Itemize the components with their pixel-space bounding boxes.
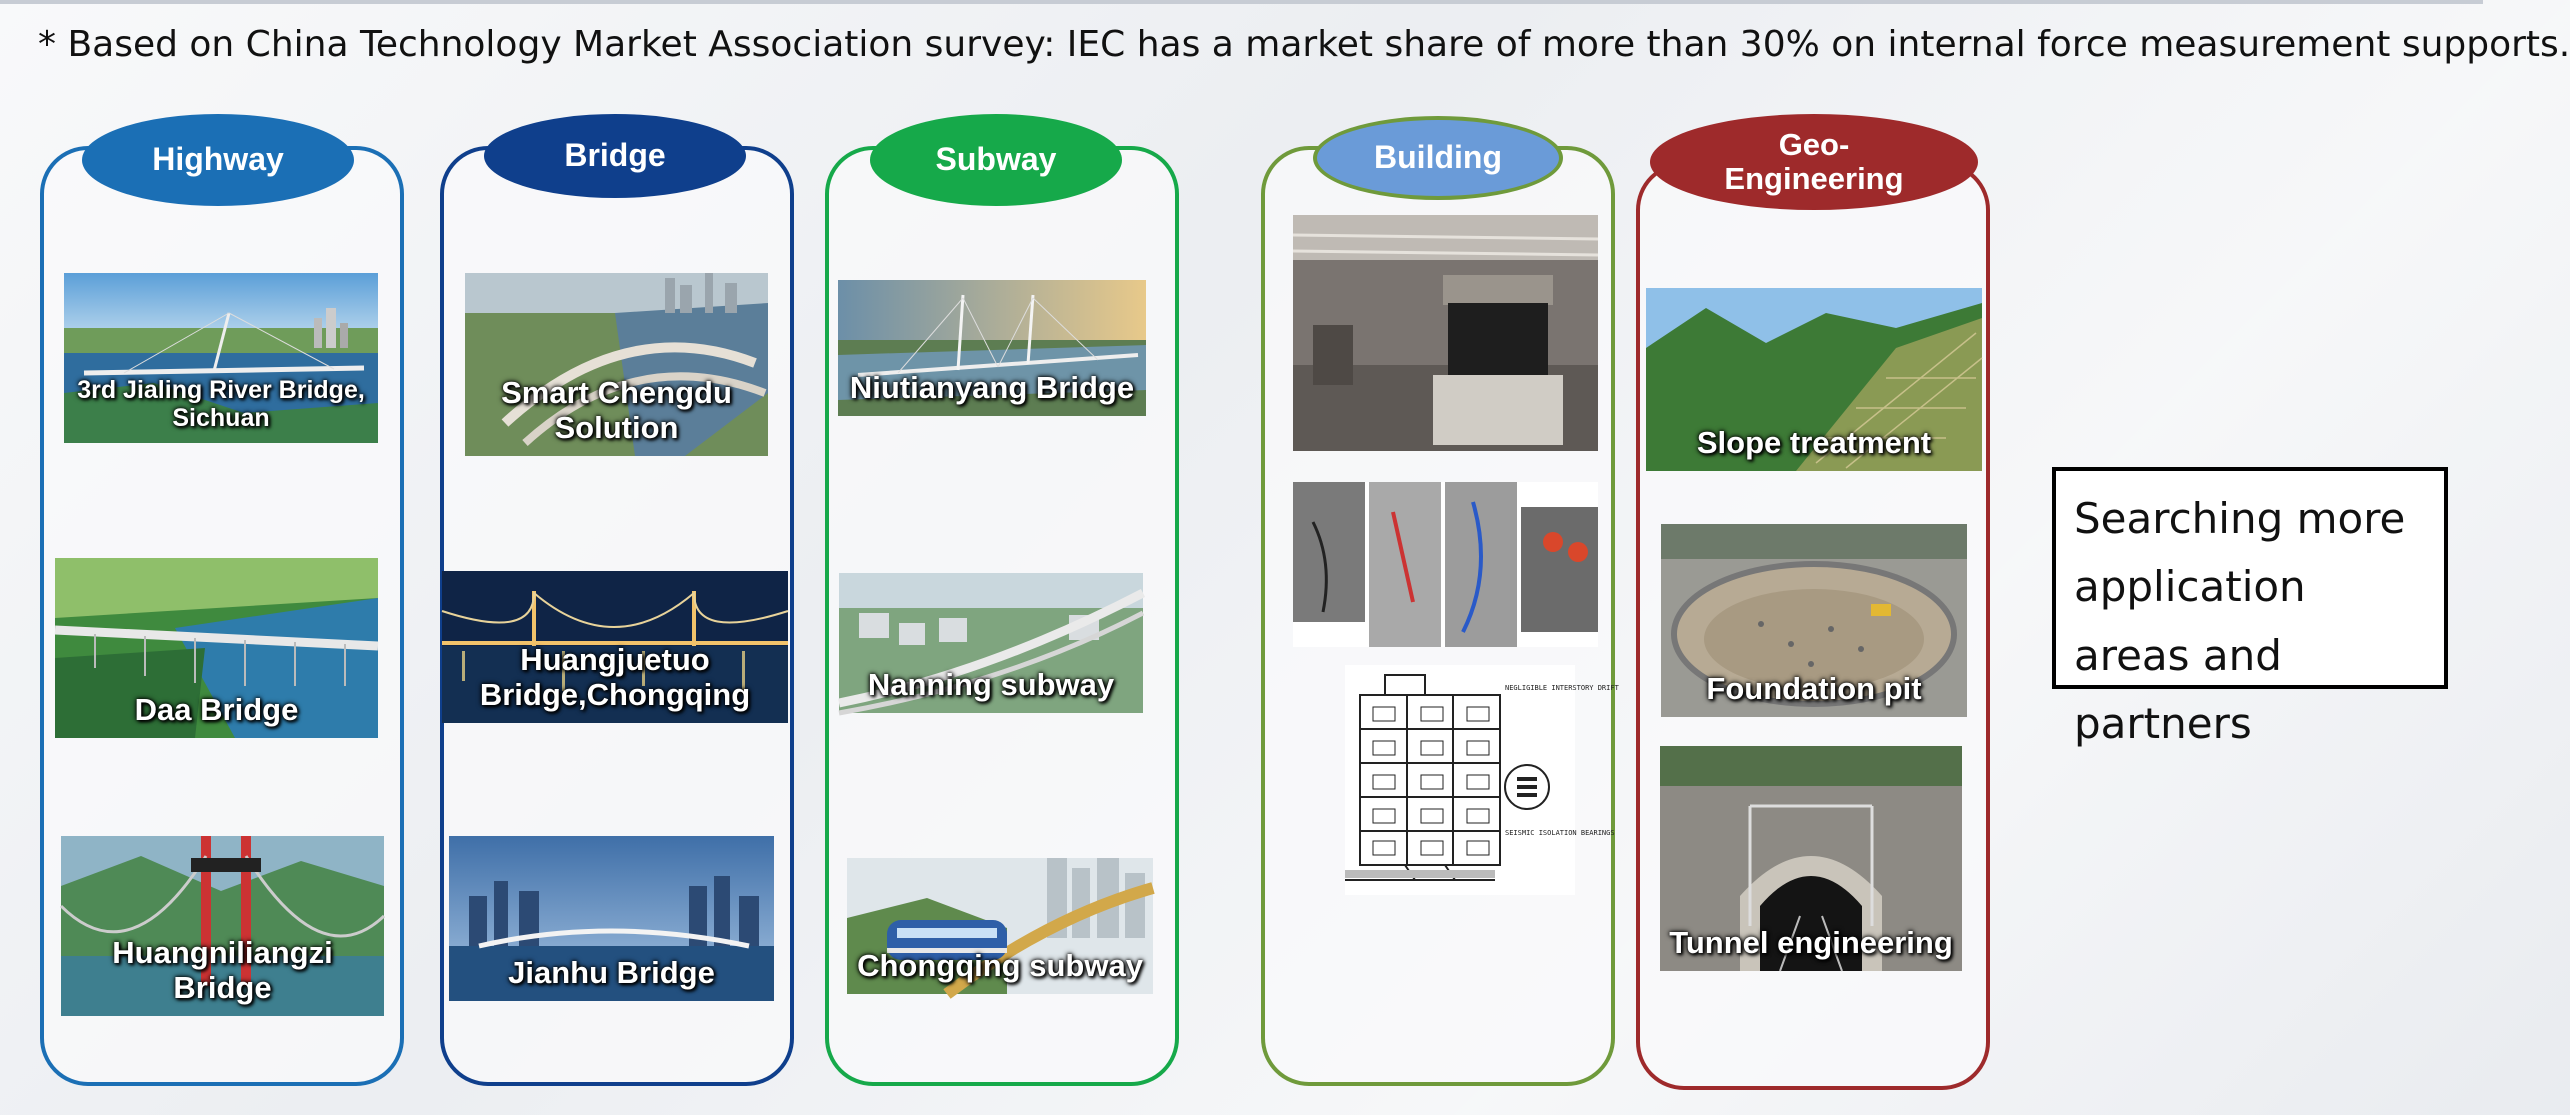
subway-item-3-caption: Chongqing subway (857, 948, 1143, 984)
subway-photo-1: Niutianyang Bridge (838, 280, 1146, 416)
highway-photo-1: 3rd Jialing River Bridge, Sichuan (64, 273, 378, 443)
bridge-title-badge: Bridge (484, 114, 746, 198)
isolation-bearing-photo (1292, 215, 1599, 451)
highway-photo-2: Daa Bridge (54, 558, 379, 738)
diagram-label-drift: NEGLIGIBLE INTERSTORY DRIFT (1505, 684, 1620, 692)
building-title-badge: Building (1313, 116, 1563, 200)
highway-photo-3: Huangniliangzi Bridge (59, 836, 386, 1016)
bridge-photo-1: Smart Chengdu Solution (465, 273, 768, 456)
highway-title: Highway (152, 141, 284, 178)
more-areas-note-text: Searching more application areas and par… (2074, 494, 2406, 749)
slope-treatment-scene (1646, 288, 1983, 471)
highway-item-2-caption: Daa Bridge (134, 692, 299, 728)
page-headline: * Based on China Technology Market Assoc… (38, 24, 2570, 65)
suspension-bridge-scene (59, 836, 386, 1016)
smart-city-scene (465, 273, 768, 456)
highway-item-3-caption: Huangniliangzi Bridge (112, 934, 333, 1006)
bridge-item-1-caption: Smart Chengdu Solution (501, 374, 732, 446)
cable-stay-bridge-scene (838, 280, 1146, 416)
subway-item-2-caption: Nanning subway (867, 667, 1115, 703)
jianhu-bridge-scene (449, 836, 774, 1001)
subway-photo-2: Nanning subway (838, 573, 1146, 716)
tunnel-scene (1660, 746, 1962, 972)
geo-item-2-caption: Foundation pit (1706, 671, 1922, 707)
top-accent-bar (0, 0, 2483, 4)
bridge-title: Bridge (564, 137, 666, 174)
night-bridge-scene (441, 571, 789, 723)
subway-title: Subway (935, 141, 1057, 178)
monorail-scene (847, 858, 1155, 999)
building-diagram: NEGLIGIBLE INTERSTORY DRIFT SEISMIC ISOL… (1345, 665, 1620, 895)
geo-item-3-caption: Tunnel engineering (1669, 925, 1953, 961)
more-areas-note: Searching more application areas and par… (2052, 467, 2448, 748)
building-photo-1 (1292, 215, 1599, 451)
geo-title-badge: Geo-Engineering (1650, 114, 1978, 210)
bridge-item-3-caption: Jianhu Bridge (508, 955, 715, 991)
sensor-installation-collage (1293, 482, 1598, 647)
diagram-label-bearings: SEISMIC ISOLATION BEARINGS (1505, 829, 1615, 837)
bridge-photo-2: Huangjuetuo Bridge,Chongqing (441, 571, 789, 723)
geo-title: Geo-Engineering (1724, 126, 1904, 196)
subway-photo-3: Chongqing subway (847, 858, 1155, 999)
geo-photo-1: Slope treatment (1646, 288, 1983, 471)
highway-item-1-caption: 3rd Jialing River Bridge, Sichuan (77, 375, 365, 433)
geo-photo-2: Foundation pit (1661, 524, 1967, 717)
subway-item-1-caption: Niutianyang Bridge (849, 370, 1135, 406)
river-bridge-scene (64, 273, 378, 443)
foundation-pit-scene (1661, 524, 1967, 717)
building-title: Building (1374, 139, 1502, 176)
subway-title-badge: Subway (870, 114, 1122, 206)
bridge-item-2-caption: Huangjuetuo Bridge,Chongqing (479, 641, 751, 713)
bridge-photo-3: Jianhu Bridge (449, 836, 774, 1001)
highway-title-badge: Highway (82, 114, 354, 206)
daa-bridge-scene (54, 558, 379, 738)
building-photo-2 (1293, 482, 1598, 647)
geo-item-1-caption: Slope treatment (1696, 425, 1932, 461)
seismic-isolation-diagram: NEGLIGIBLE INTERSTORY DRIFT SEISMIC ISOL… (1345, 674, 1620, 881)
geo-photo-3: Tunnel engineering (1660, 746, 1962, 972)
elevated-rail-scene (838, 573, 1146, 716)
